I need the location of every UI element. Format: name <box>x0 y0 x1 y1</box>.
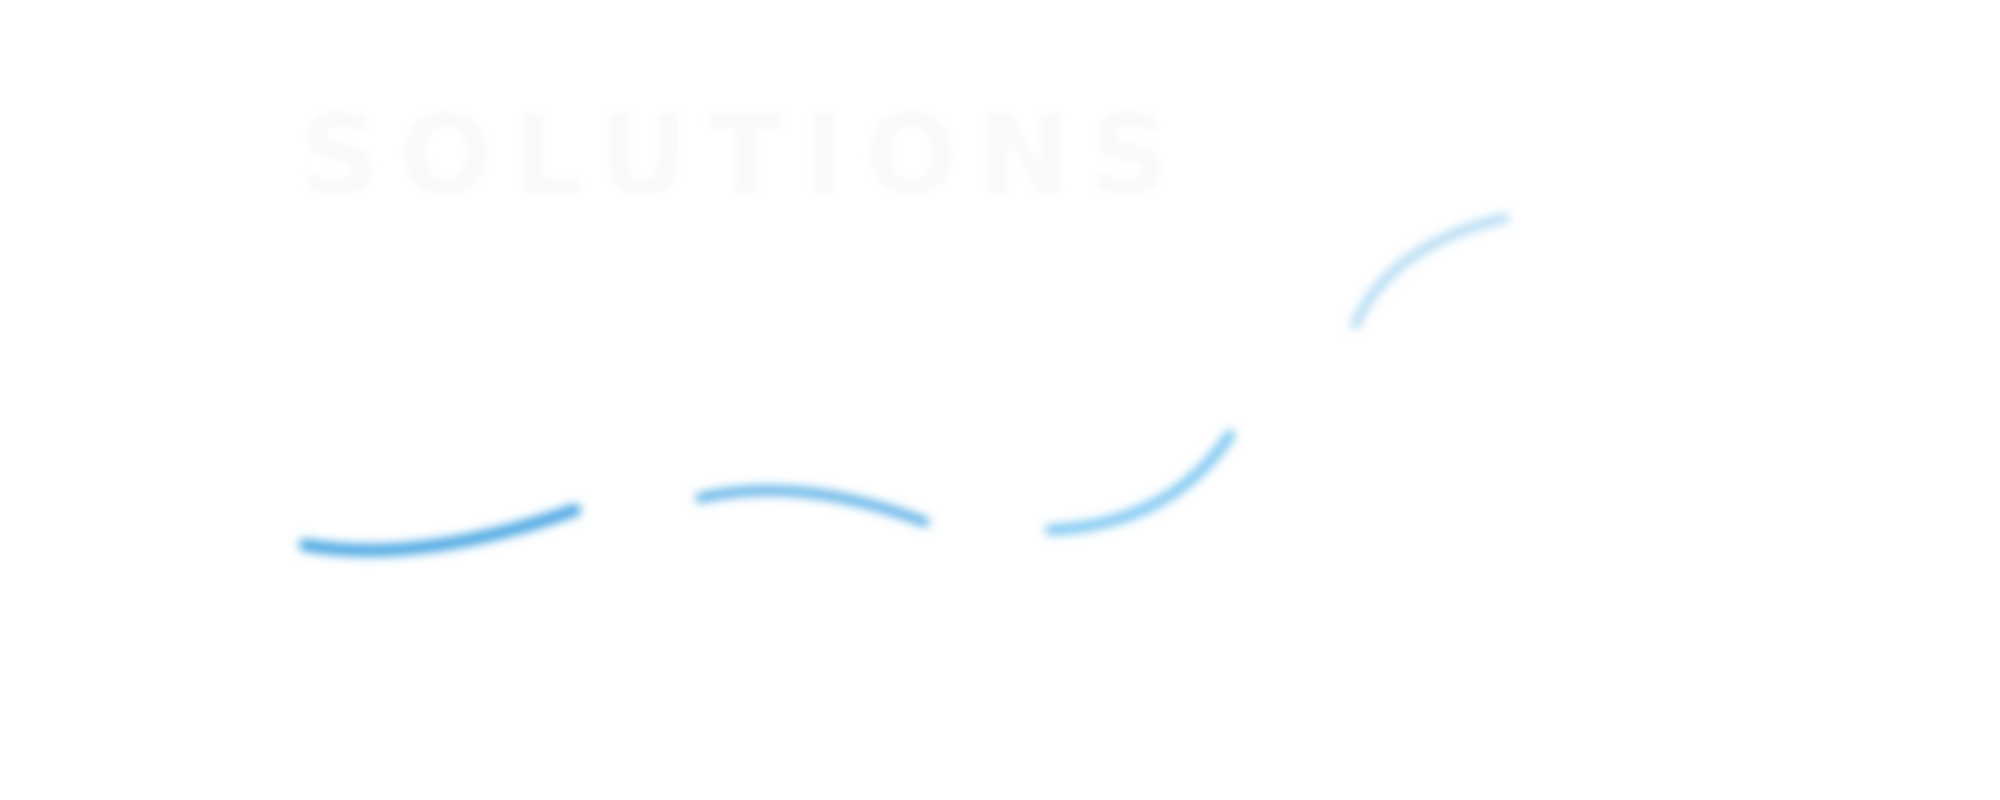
wave-stroke <box>299 504 581 557</box>
wave-stroke <box>695 485 930 527</box>
wave-stroke <box>1045 430 1235 535</box>
wave-stroke <box>1350 213 1510 330</box>
logo-heading: SOLUTIONS <box>300 91 1189 219</box>
